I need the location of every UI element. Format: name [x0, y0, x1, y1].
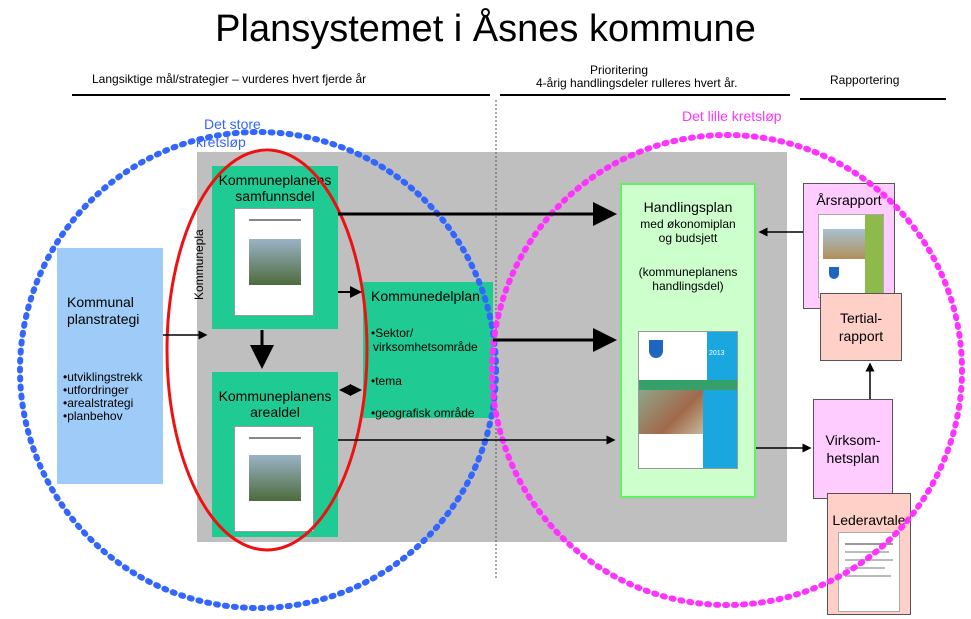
planstrategi-title-2: planstrategi — [67, 311, 140, 327]
header-right-line — [800, 98, 946, 100]
kommunedelplan-item: •tema — [371, 374, 402, 388]
arealdel-box: Kommuneplanens arealdel — [212, 372, 338, 537]
document-text-line — [845, 551, 889, 553]
samfunnsdel-title-1: Kommuneplanens — [218, 172, 332, 188]
document-heading-line — [249, 437, 301, 439]
virksomhetsplan-box: Virksom- hetsplan — [813, 399, 893, 499]
arealdel-title-2: arealdel — [250, 404, 300, 420]
kommuneplan-highlight-ellipse — [165, 148, 369, 552]
lederavtale-box: Lederavtale — [827, 493, 911, 615]
document-text-line — [845, 575, 891, 577]
lederavtale-title: Lederavtale — [832, 512, 906, 528]
kommunedelplan-item: •Sektor/ — [371, 326, 414, 340]
coat-of-arms-icon — [649, 340, 663, 358]
planstrategi-item: •utviklingstrekk — [63, 370, 143, 384]
planstrategi-item: •utfordringer — [63, 383, 129, 397]
big-cycle-circle — [17, 129, 499, 611]
aarsrapport-photo — [823, 229, 865, 259]
samfunnsdel-box: Kommuneplanens samfunnsdel — [212, 166, 338, 329]
big-cycle-label-2: kretsløp — [196, 134, 246, 150]
samfunnsdel-document-thumbnail — [234, 208, 314, 316]
planstrategi-title-1: Kommunal — [67, 294, 134, 310]
planstrategi-box: Kommunal planstrategi •utviklingstrekk •… — [57, 248, 163, 484]
big-cycle-label-1: Det store — [204, 116, 261, 132]
aarsrapport-box: Årsrapport — [803, 183, 895, 309]
virksomhetsplan-title-1: Virksom- — [825, 432, 881, 448]
document-photo — [249, 455, 301, 501]
aarsrapport-title: Årsrapport — [816, 192, 882, 208]
handlingsplan-title: Handlingsplan — [643, 199, 733, 215]
small-cycle-circle — [489, 132, 965, 608]
cover-photo — [639, 390, 703, 434]
cover-top: 2013 — [639, 332, 737, 380]
header-reporting: Rapportering — [830, 73, 900, 87]
arealdel-title-1: Kommuneplanens — [218, 388, 332, 404]
header-left-line — [72, 94, 490, 96]
small-cycle-label: Det lille kretsløp — [682, 108, 782, 124]
kommunedelplan-box: Kommunedelplan •Sektor/ virksomhetsområd… — [363, 282, 493, 420]
tertialrapport-title-2: rapport — [838, 328, 884, 344]
handlingsplan-box: Handlingsplan med økonomiplan og budsjet… — [620, 183, 756, 498]
virksomhetsplan-title-2: hetsplan — [826, 450, 880, 466]
tertialrapport-box: Tertial- rapport — [820, 293, 902, 361]
aarsrapport-thumbnail — [818, 214, 884, 298]
header-four-year: 4-årig handlingsdeler rulleres hvert år. — [536, 76, 738, 90]
handlingsplan-note-1: (kommuneplanens — [638, 265, 738, 279]
kommunedelplan-title: Kommunedelplan — [371, 288, 480, 304]
cover-green-band — [639, 380, 737, 390]
handlingsplan-subtitle-2: og budsjett — [658, 231, 718, 245]
document-text-line — [845, 543, 893, 545]
cover-blue-panel — [703, 390, 737, 468]
samfunnsdel-title-2: samfunnsdel — [235, 188, 315, 204]
planstrategi-item: •planbehov — [63, 409, 123, 423]
tertialrapport-title-1: Tertial- — [839, 310, 882, 326]
aarsrapport-green-strip — [865, 215, 883, 297]
header-long-term: Langsiktige mål/strategier – vurderes hv… — [92, 72, 367, 86]
handlingsplan-subtitle-1: med økonomiplan — [640, 217, 736, 231]
document-photo — [249, 239, 301, 285]
cover-blue-strip: 2013 — [707, 332, 737, 380]
header-middle-line — [500, 94, 790, 96]
page-title: Plansystemet i Åsnes kommune — [215, 8, 756, 50]
kommunedelplan-item: •geografisk område — [371, 406, 475, 420]
planstrategi-item: •arealstrategi — [63, 396, 134, 410]
kommunedelplan-item: virksomhetsområde — [373, 340, 478, 354]
handlingsplan-note-2: handlingsdel) — [652, 279, 724, 293]
arealdel-document-thumbnail — [234, 426, 314, 532]
document-text-line — [845, 567, 885, 569]
aarsrapport-coat-of-arms-icon — [829, 267, 839, 279]
cover-year: 2013 — [709, 350, 725, 357]
header-priority: Prioritering — [590, 63, 649, 77]
document-heading-line — [249, 219, 301, 221]
handlingsplan-cover-thumbnail: 2013 — [638, 331, 738, 469]
